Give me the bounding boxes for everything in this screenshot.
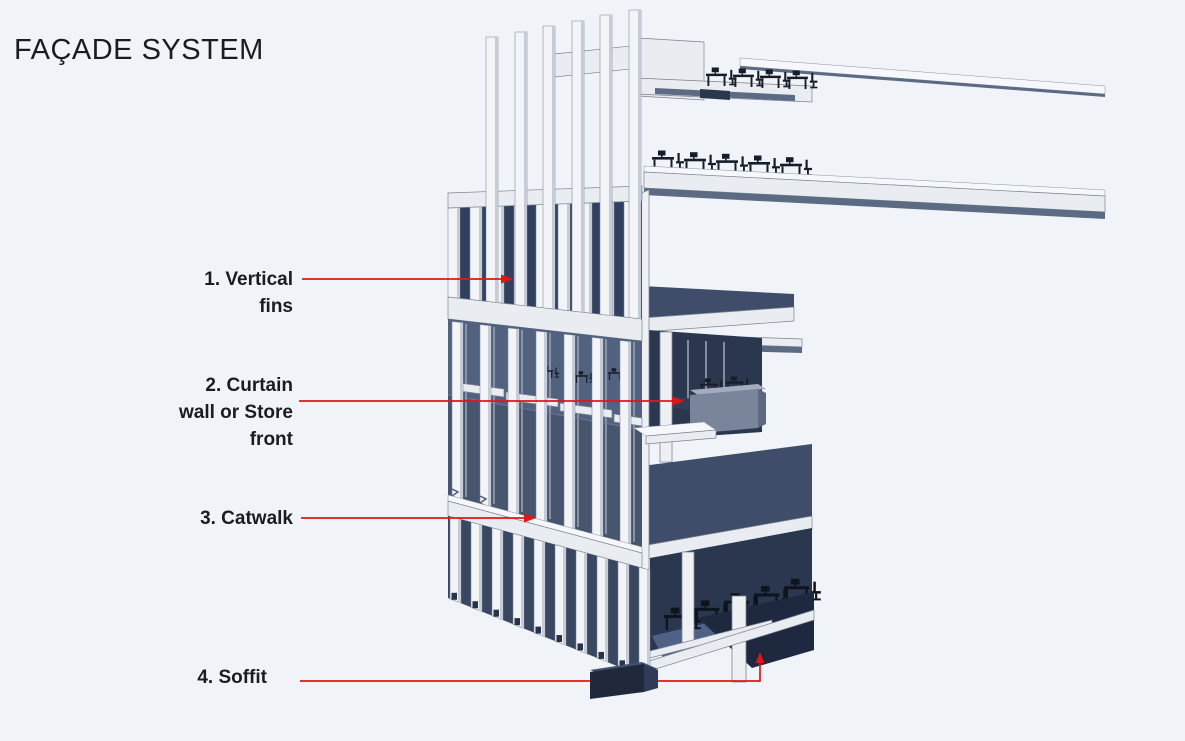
- corner-catwalk-ledge: [633, 421, 717, 445]
- label-vertical-fins: 1. Vertical fins: [204, 269, 293, 317]
- store-front-level: [648, 330, 766, 463]
- catwalk-arrow: [301, 513, 536, 523]
- curtain-wall-arrow: [299, 396, 684, 406]
- roof-fins: [485, 9, 642, 320]
- curtain-wall-level: [447, 319, 643, 553]
- page-title: FAÇADE SYSTEM: [14, 34, 264, 66]
- label-soffit: 4. Soffit: [197, 667, 267, 688]
- curtain-wall-fins: [451, 321, 632, 551]
- lower-fin-band: [448, 516, 651, 680]
- label-curtain-wall: 2. Curtain wall or Store front: [178, 375, 293, 450]
- label-catwalk: 3. Catwalk: [200, 508, 293, 529]
- annotation-arrows: [299, 274, 765, 682]
- vertical-fins-arrow: [302, 274, 513, 284]
- upper-floor-slab: [643, 150, 1106, 219]
- roof-level-cut-floor: [544, 37, 1106, 103]
- corner-base-cube: [590, 662, 658, 699]
